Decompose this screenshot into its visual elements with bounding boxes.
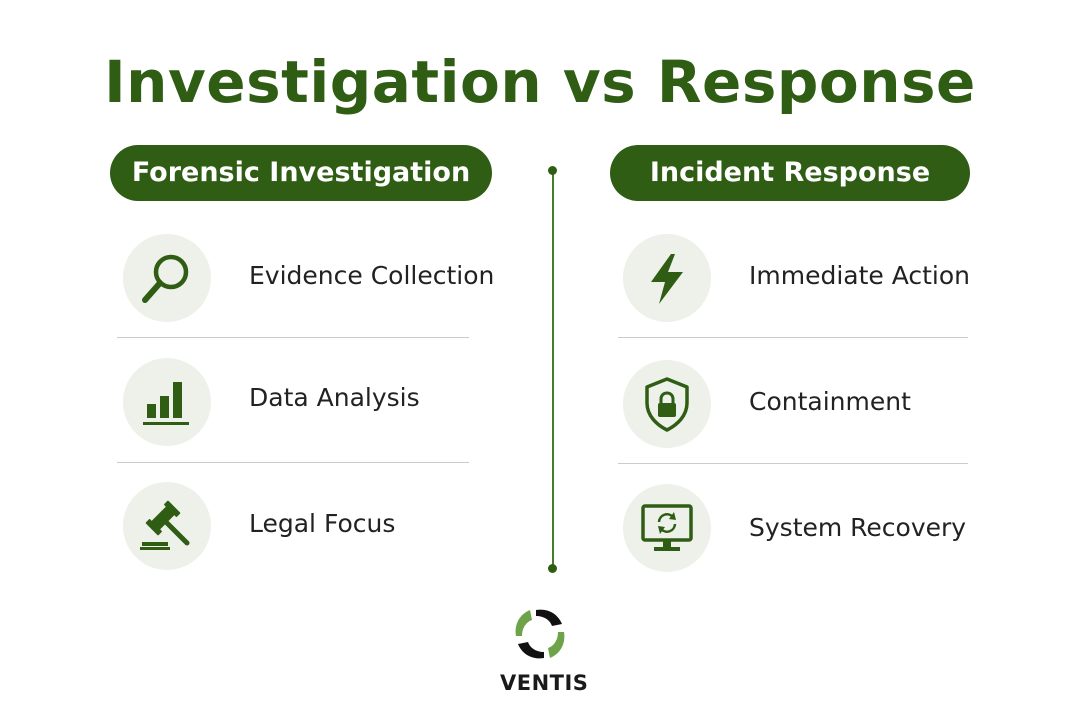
lightning-bolt-icon xyxy=(623,234,711,322)
monitor-refresh-icon xyxy=(623,484,711,572)
list-item-data-analysis: Data Analysis xyxy=(123,350,483,450)
item-label: Data Analysis xyxy=(249,383,420,412)
bar-chart-icon xyxy=(123,358,211,446)
incident-response-header: Incident Response xyxy=(610,145,970,201)
forensic-investigation-header: Forensic Investigation xyxy=(110,145,492,201)
divider-top-dot xyxy=(548,166,557,175)
separator xyxy=(618,337,968,338)
item-label: Immediate Action xyxy=(749,261,971,290)
gavel-icon xyxy=(123,482,211,570)
page-title: Investigation vs Response xyxy=(104,48,976,116)
center-divider xyxy=(552,170,554,568)
item-label: Evidence Collection xyxy=(249,261,495,290)
magnifying-glass-icon xyxy=(123,234,211,322)
ventis-logo: VENTIS xyxy=(500,606,589,698)
separator xyxy=(618,463,968,464)
separator xyxy=(117,462,469,463)
divider-bottom-dot xyxy=(548,564,557,573)
swirl-logo-icon xyxy=(515,609,565,659)
list-item-system-recovery: System Recovery xyxy=(623,476,983,576)
list-item-containment: Containment xyxy=(623,352,983,452)
list-item-legal-focus: Legal Focus xyxy=(123,474,483,574)
item-label: System Recovery xyxy=(749,513,967,542)
item-label: Legal Focus xyxy=(249,509,396,538)
shield-lock-icon xyxy=(623,360,711,448)
item-label: Containment xyxy=(749,387,911,416)
separator xyxy=(117,337,469,338)
logo-text: VENTIS xyxy=(500,671,589,695)
list-item-evidence-collection: Evidence Collection xyxy=(123,226,494,326)
list-item-immediate-action: Immediate Action xyxy=(623,226,983,326)
